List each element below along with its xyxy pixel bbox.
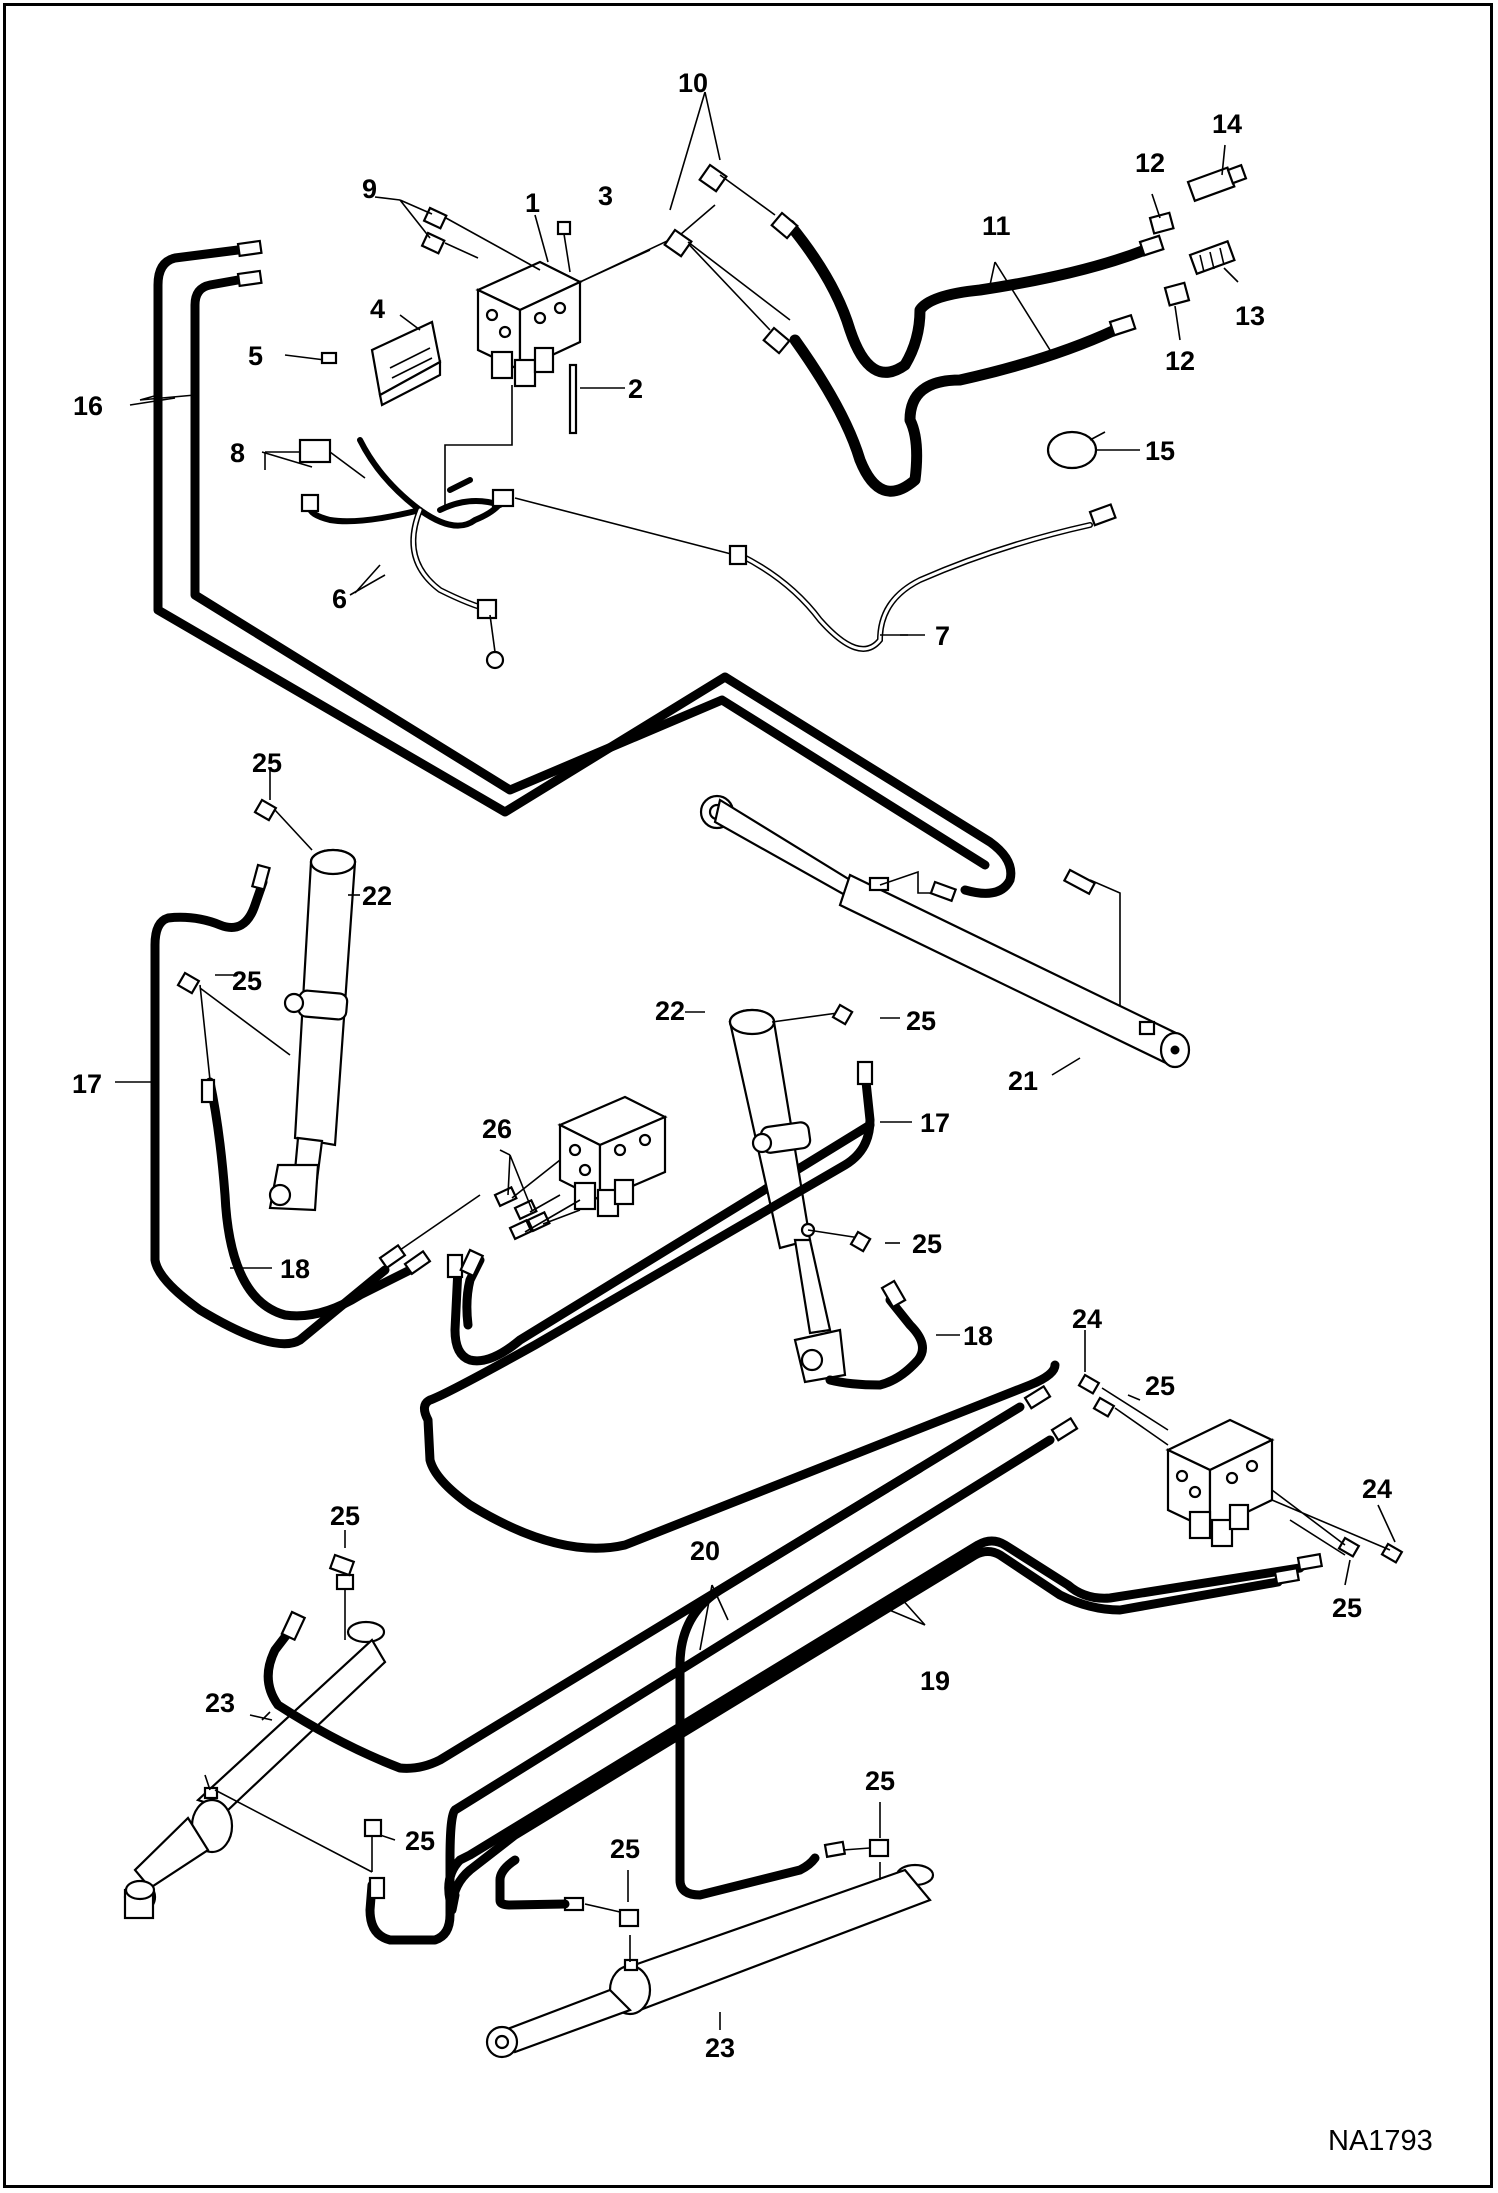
cylinder-22-left (268, 848, 357, 1212)
cylinder-23-right (485, 1862, 935, 2059)
hose-18-left (176, 971, 432, 1321)
valve-block-26 (493, 1095, 668, 1241)
cylinder-23-left (123, 1620, 387, 1920)
drawing-border (3, 3, 1493, 2188)
callout-16: 16 (73, 391, 103, 421)
callout-25-e: 25 (1145, 1371, 1175, 1401)
callout-8: 8 (230, 438, 245, 468)
callout-25-b: 25 (232, 966, 262, 996)
callout-25-i: 25 (610, 1834, 640, 1864)
callout-9: 9 (362, 174, 377, 204)
cylinder-22-right (728, 1008, 847, 1384)
callout-12-lower: 12 (1165, 346, 1195, 376)
callout-25-f: 25 (1332, 1593, 1362, 1623)
callout-22-right: 22 (655, 996, 685, 1026)
coupler-14 (1186, 163, 1248, 203)
coupler-13 (1188, 239, 1236, 276)
cylinder-21 (699, 794, 1191, 1069)
plug-3 (556, 220, 572, 273)
callout-25-c: 25 (906, 1006, 936, 1036)
callout-14: 14 (1212, 109, 1242, 139)
harness-7 (514, 497, 1117, 652)
callout-17-left: 17 (72, 1069, 102, 1099)
callout-15: 15 (1145, 436, 1175, 466)
callout-22-left: 22 (362, 881, 392, 911)
fitting-12-upper (1148, 211, 1175, 235)
hose-20 (365, 1384, 1079, 1945)
callout-17-right: 17 (920, 1108, 950, 1138)
fittings-24-25 (1077, 1373, 1404, 1564)
hose-17-right (420, 1003, 1060, 1553)
cable-tie-15 (1046, 430, 1140, 470)
hose-lower-left (263, 1463, 925, 1900)
fittings-25-lower-right (495, 1838, 890, 1928)
callout-24-upper: 24 (1072, 1304, 1102, 1334)
hose-middle-lower (446, 1120, 875, 1366)
fitting-12-lower (1163, 281, 1191, 307)
callout-23-right: 23 (705, 2033, 735, 2063)
hose-18-right (807, 1229, 927, 1390)
callout-11: 11 (982, 211, 1011, 241)
bolt-2 (568, 363, 625, 435)
callout-1: 1 (525, 188, 540, 218)
callout-20: 20 (690, 1536, 720, 1566)
hoses-11 (579, 163, 1165, 497)
drawing-code: NA1793 (1328, 2125, 1433, 2157)
harness-6 (300, 437, 515, 670)
callout-7: 7 (935, 621, 950, 651)
callout-19: 19 (920, 1666, 950, 1696)
callout-10: 10 (678, 68, 708, 98)
callout-3: 3 (598, 181, 613, 211)
callout-25-g: 25 (330, 1501, 360, 1531)
callout-23-left: 23 (205, 1688, 235, 1718)
callout-25-j: 25 (865, 1766, 895, 1796)
callout-26: 26 (482, 1114, 512, 1144)
callouts: 1 2 3 4 5 6 7 8 9 10 11 12 12 13 14 15 1… (72, 68, 1392, 2063)
callout-13: 13 (1235, 301, 1265, 331)
callout-6: 6 (332, 584, 347, 614)
relay-8 (265, 438, 366, 479)
bolt-5 (284, 351, 338, 365)
leader-lines (115, 91, 1396, 2030)
callout-21: 21 (1008, 1066, 1038, 1096)
callout-2: 2 (628, 374, 643, 404)
callout-18-right: 18 (963, 1321, 993, 1351)
callout-25-a: 25 (252, 748, 282, 778)
valve-block-lower (1165, 1418, 1275, 1548)
valve-block-1 (444, 260, 583, 505)
callout-24-lower: 24 (1362, 1474, 1392, 1504)
callout-12-upper: 12 (1135, 148, 1165, 178)
fittings-9 (399, 199, 541, 271)
hose-16 (153, 239, 1121, 1035)
callout-25-h: 25 (405, 1826, 435, 1856)
hose-17-left (150, 798, 481, 1349)
callout-18-left: 18 (280, 1254, 310, 1284)
callout-25-d: 25 (912, 1229, 942, 1259)
callout-4: 4 (370, 294, 385, 324)
fitting-25-lower-left (363, 1818, 383, 1872)
controller-4 (370, 314, 442, 407)
callout-5: 5 (248, 341, 263, 371)
